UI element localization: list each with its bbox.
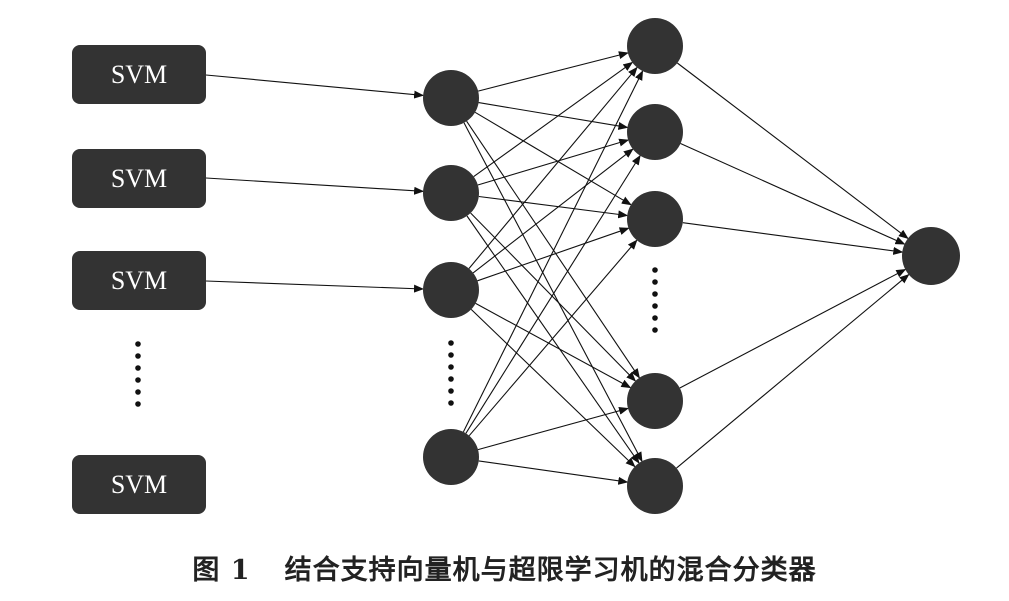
connection-arrow	[472, 148, 634, 274]
svm-label: SVM	[111, 164, 167, 193]
hidden-to-output-edges	[676, 62, 910, 469]
connection-arrow	[676, 62, 909, 240]
connection-arrow	[477, 138, 630, 186]
connection-arrow	[680, 142, 906, 245]
connection-arrow	[477, 227, 630, 282]
connection-arrow	[468, 239, 638, 437]
connection-arrow	[470, 309, 636, 468]
svm-ellipsis-dots	[135, 341, 141, 407]
connection-arrow	[478, 102, 629, 130]
hidden-node	[627, 373, 683, 429]
connection-arrow	[475, 302, 632, 389]
connection-arrow	[470, 212, 637, 382]
connection-arrow	[679, 269, 907, 389]
hidden-ellipsis-dots	[652, 267, 658, 333]
connection-arrow	[477, 51, 629, 92]
connection-arrow	[477, 406, 629, 451]
connection-arrow	[462, 70, 644, 433]
svm-box: SVM	[72, 45, 206, 104]
svm-box: SVM	[72, 251, 206, 310]
connection-arrow	[478, 460, 629, 485]
hidden-node	[627, 458, 683, 514]
connection-arrow	[682, 222, 904, 255]
svm-to-input-edges	[205, 74, 425, 293]
input-to-hidden-edges	[462, 51, 644, 485]
svm-label: SVM	[111, 266, 167, 295]
connection-arrow	[478, 195, 629, 219]
figure-number: 图 1	[192, 555, 251, 586]
hidden-node	[627, 191, 683, 247]
input-ellipsis-dots	[448, 340, 454, 406]
connection-arrow	[473, 61, 634, 178]
connection-arrow	[466, 120, 640, 379]
svm-label: SVM	[111, 60, 167, 89]
svm-box: SVM	[72, 455, 206, 514]
connection-arrow	[474, 111, 632, 206]
input-node	[423, 165, 479, 221]
svm-box: SVM	[72, 149, 206, 208]
connection-arrow	[205, 280, 424, 293]
connection-arrow	[463, 122, 643, 463]
connection-arrow	[205, 177, 425, 195]
connection-arrow	[205, 74, 425, 99]
input-node	[423, 262, 479, 318]
hidden-node	[627, 104, 683, 160]
figure-title: 结合支持向量机与超限学习机的混合分类器	[284, 555, 817, 586]
input-node	[423, 429, 479, 485]
connection-arrow	[465, 154, 641, 434]
output-node	[902, 227, 960, 285]
figure-caption: 图 1 结合支持向量机与超限学习机的混合分类器	[0, 548, 1009, 587]
hidden-node	[627, 18, 683, 74]
svm-label: SVM	[111, 470, 167, 499]
connection-arrow	[676, 273, 910, 469]
connection-arrow	[468, 66, 638, 269]
connection-arrow	[466, 215, 640, 464]
hybrid-classifier-diagram: SVM SVM SVM SVM	[72, 18, 960, 514]
input-node	[423, 70, 479, 126]
